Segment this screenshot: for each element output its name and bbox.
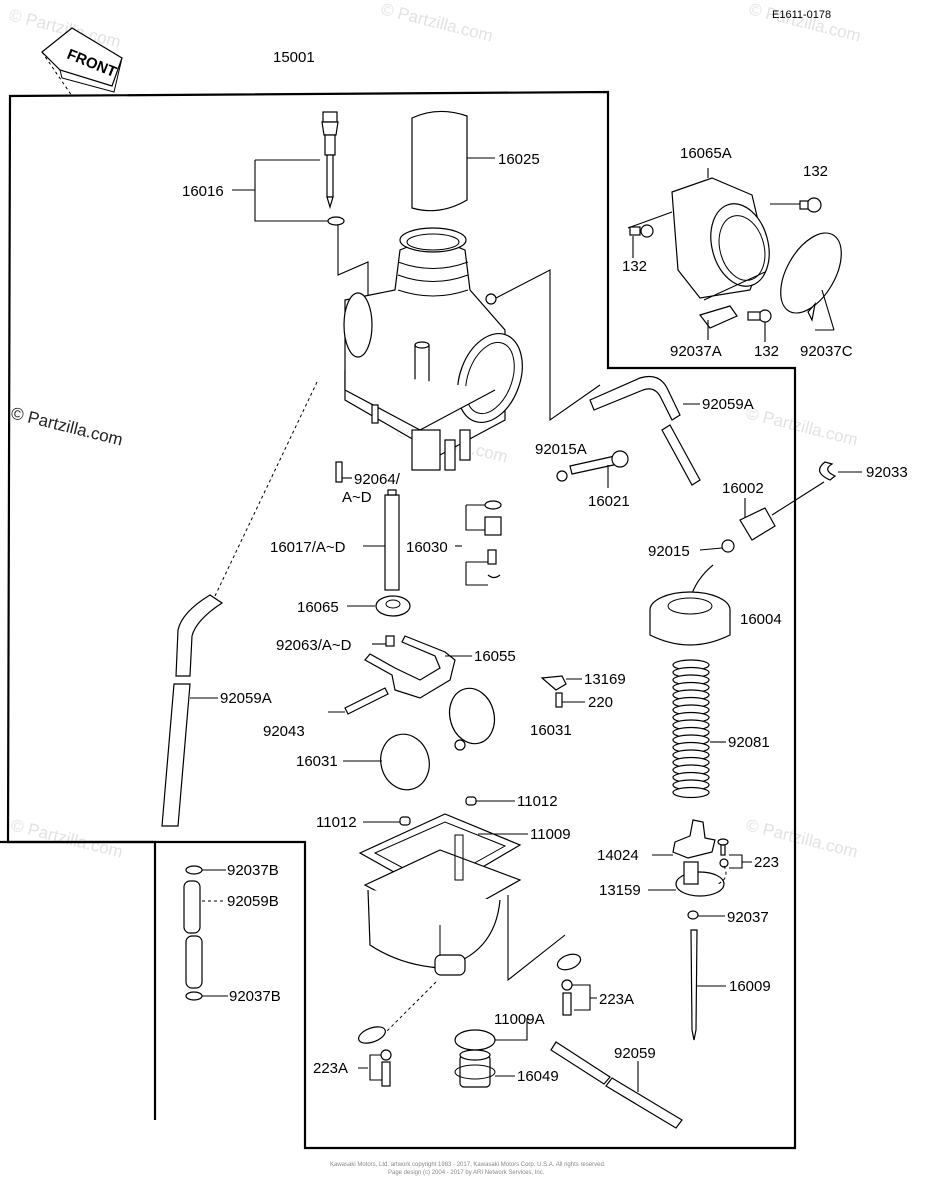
callout-13169: 13169: [584, 671, 626, 688]
callout-92015A: 92015A: [535, 441, 587, 458]
part-223A-left-screws: [358, 1026, 392, 1087]
callout-16025: 16025: [498, 151, 540, 168]
part-16021-screw: [556, 450, 629, 488]
callout-92064: 92064/: [354, 471, 401, 488]
callout-92037: 92037: [727, 909, 769, 926]
part-92059B-hose-kit: [183, 865, 228, 1001]
callout-16065: 16065: [297, 599, 339, 616]
watermark: © Partzilla.com: [9, 403, 125, 449]
part-16002-adjuster: [699, 461, 862, 553]
callout-92081: 92081: [728, 734, 770, 751]
callout-220: 220: [588, 694, 613, 711]
callout-92043: 92043: [263, 723, 305, 740]
callout-223A: 223A: [313, 1060, 348, 1077]
part-16031-float-right: [448, 687, 496, 751]
callout-92037B: 92037B: [229, 988, 281, 1005]
part-11009A-o-ring: [454, 1018, 528, 1051]
part-16017-needle-jet: [335, 461, 400, 591]
part-16055-float-arm: [364, 635, 472, 699]
part-92043-pin: [328, 687, 389, 715]
part-92081-spring: [672, 659, 710, 799]
callout-92059B: 92059B: [227, 893, 279, 910]
part-16065-washer: [347, 595, 411, 617]
part-16025-throttle-valve: [411, 110, 495, 212]
callout-16004: 16004: [740, 611, 782, 628]
callout-92059A: 92059A: [220, 690, 272, 707]
watermark: © Partzilla.com: [744, 403, 860, 449]
part-223A-right-screws: [556, 953, 597, 1016]
watermark: © Partzilla.com: [379, 0, 495, 46]
callout-16065A: 16065A: [680, 145, 732, 162]
callout-16031: 16031: [296, 753, 338, 770]
copyright-line-2: Page design (c) 2004 - 2017 by ARI Netwo…: [388, 1170, 545, 1176]
callout-223A: 223A: [599, 991, 634, 1008]
callout-14024: 14024: [597, 847, 639, 864]
callout-223: 223: [754, 854, 779, 871]
copyright-line-1: Kawasaki Motors, Ltd. artwork copyright …: [330, 1162, 606, 1168]
part-92059A-hose: [589, 375, 701, 486]
callout-13159: 13159: [599, 882, 641, 899]
callout-11009A: 11009A: [494, 1011, 545, 1028]
callout-11012: 11012: [316, 814, 357, 831]
part-16049-drain-plug: [454, 1049, 515, 1088]
callout-92064-variants: A~D: [342, 489, 372, 506]
callout-92059: 92059: [614, 1045, 656, 1062]
part-11009-float-bowl: [358, 813, 566, 1034]
callout-92037A: 92037A: [670, 343, 722, 360]
callout-16030: 16030: [406, 539, 448, 556]
part-16009-jet-needle: [690, 929, 726, 1041]
watermark: © Partzilla.com: [9, 815, 125, 861]
part-92059-hose: [550, 1041, 683, 1129]
part-92063-main-jet: [372, 635, 395, 647]
callout-16009: 16009: [729, 978, 771, 995]
front-arrow: FRONT: [41, 27, 123, 97]
callout-11012: 11012: [517, 793, 558, 810]
watermark: © Partzilla.com: [747, 0, 863, 46]
callout-92037C: 92037C: [800, 343, 853, 360]
callout-11009: 11009: [530, 826, 571, 843]
part-13159-holder: [648, 861, 727, 897]
part-16016-needle-valve: [232, 111, 369, 300]
part-11012-plugs: [363, 796, 515, 826]
callout-92037B: 92037B: [227, 862, 279, 879]
callout-132: 132: [803, 163, 828, 180]
callout-132: 132: [622, 258, 647, 275]
part-16031-float-left: [343, 733, 430, 791]
diagram-code: E1611-0178: [772, 9, 831, 21]
callout-16031: 16031: [530, 722, 572, 739]
callout-16002: 16002: [722, 480, 764, 497]
part-92037-clip: [687, 910, 725, 920]
part-16004-cap: [649, 564, 731, 646]
hose-kit-outline: [0, 840, 157, 1120]
part-92059A-left-hose: [161, 379, 319, 827]
callout-16017: 16017/A~D: [270, 539, 346, 556]
part-13169-plate: [540, 675, 585, 708]
assembly-number: 15001: [273, 49, 315, 66]
callout-16016: 16016: [182, 183, 224, 200]
callout-92015: 92015: [648, 543, 690, 560]
callout-132: 132: [754, 343, 779, 360]
callout-92063: 92063/A~D: [276, 637, 352, 654]
callout-16049: 16049: [517, 1068, 559, 1085]
callout-16055: 16055: [474, 648, 516, 665]
spring-coil: [672, 786, 710, 799]
part-16065A-air-inlet: [627, 168, 842, 342]
part-223-screw: [717, 838, 752, 869]
callout-92033: 92033: [866, 464, 908, 481]
part-14024-bracket: [652, 819, 716, 859]
part-16030-pilot-set: [455, 500, 502, 586]
callout-92059A: 92059A: [702, 396, 754, 413]
callout-16021: 16021: [588, 493, 630, 510]
part-carburetor-body: [343, 227, 601, 471]
